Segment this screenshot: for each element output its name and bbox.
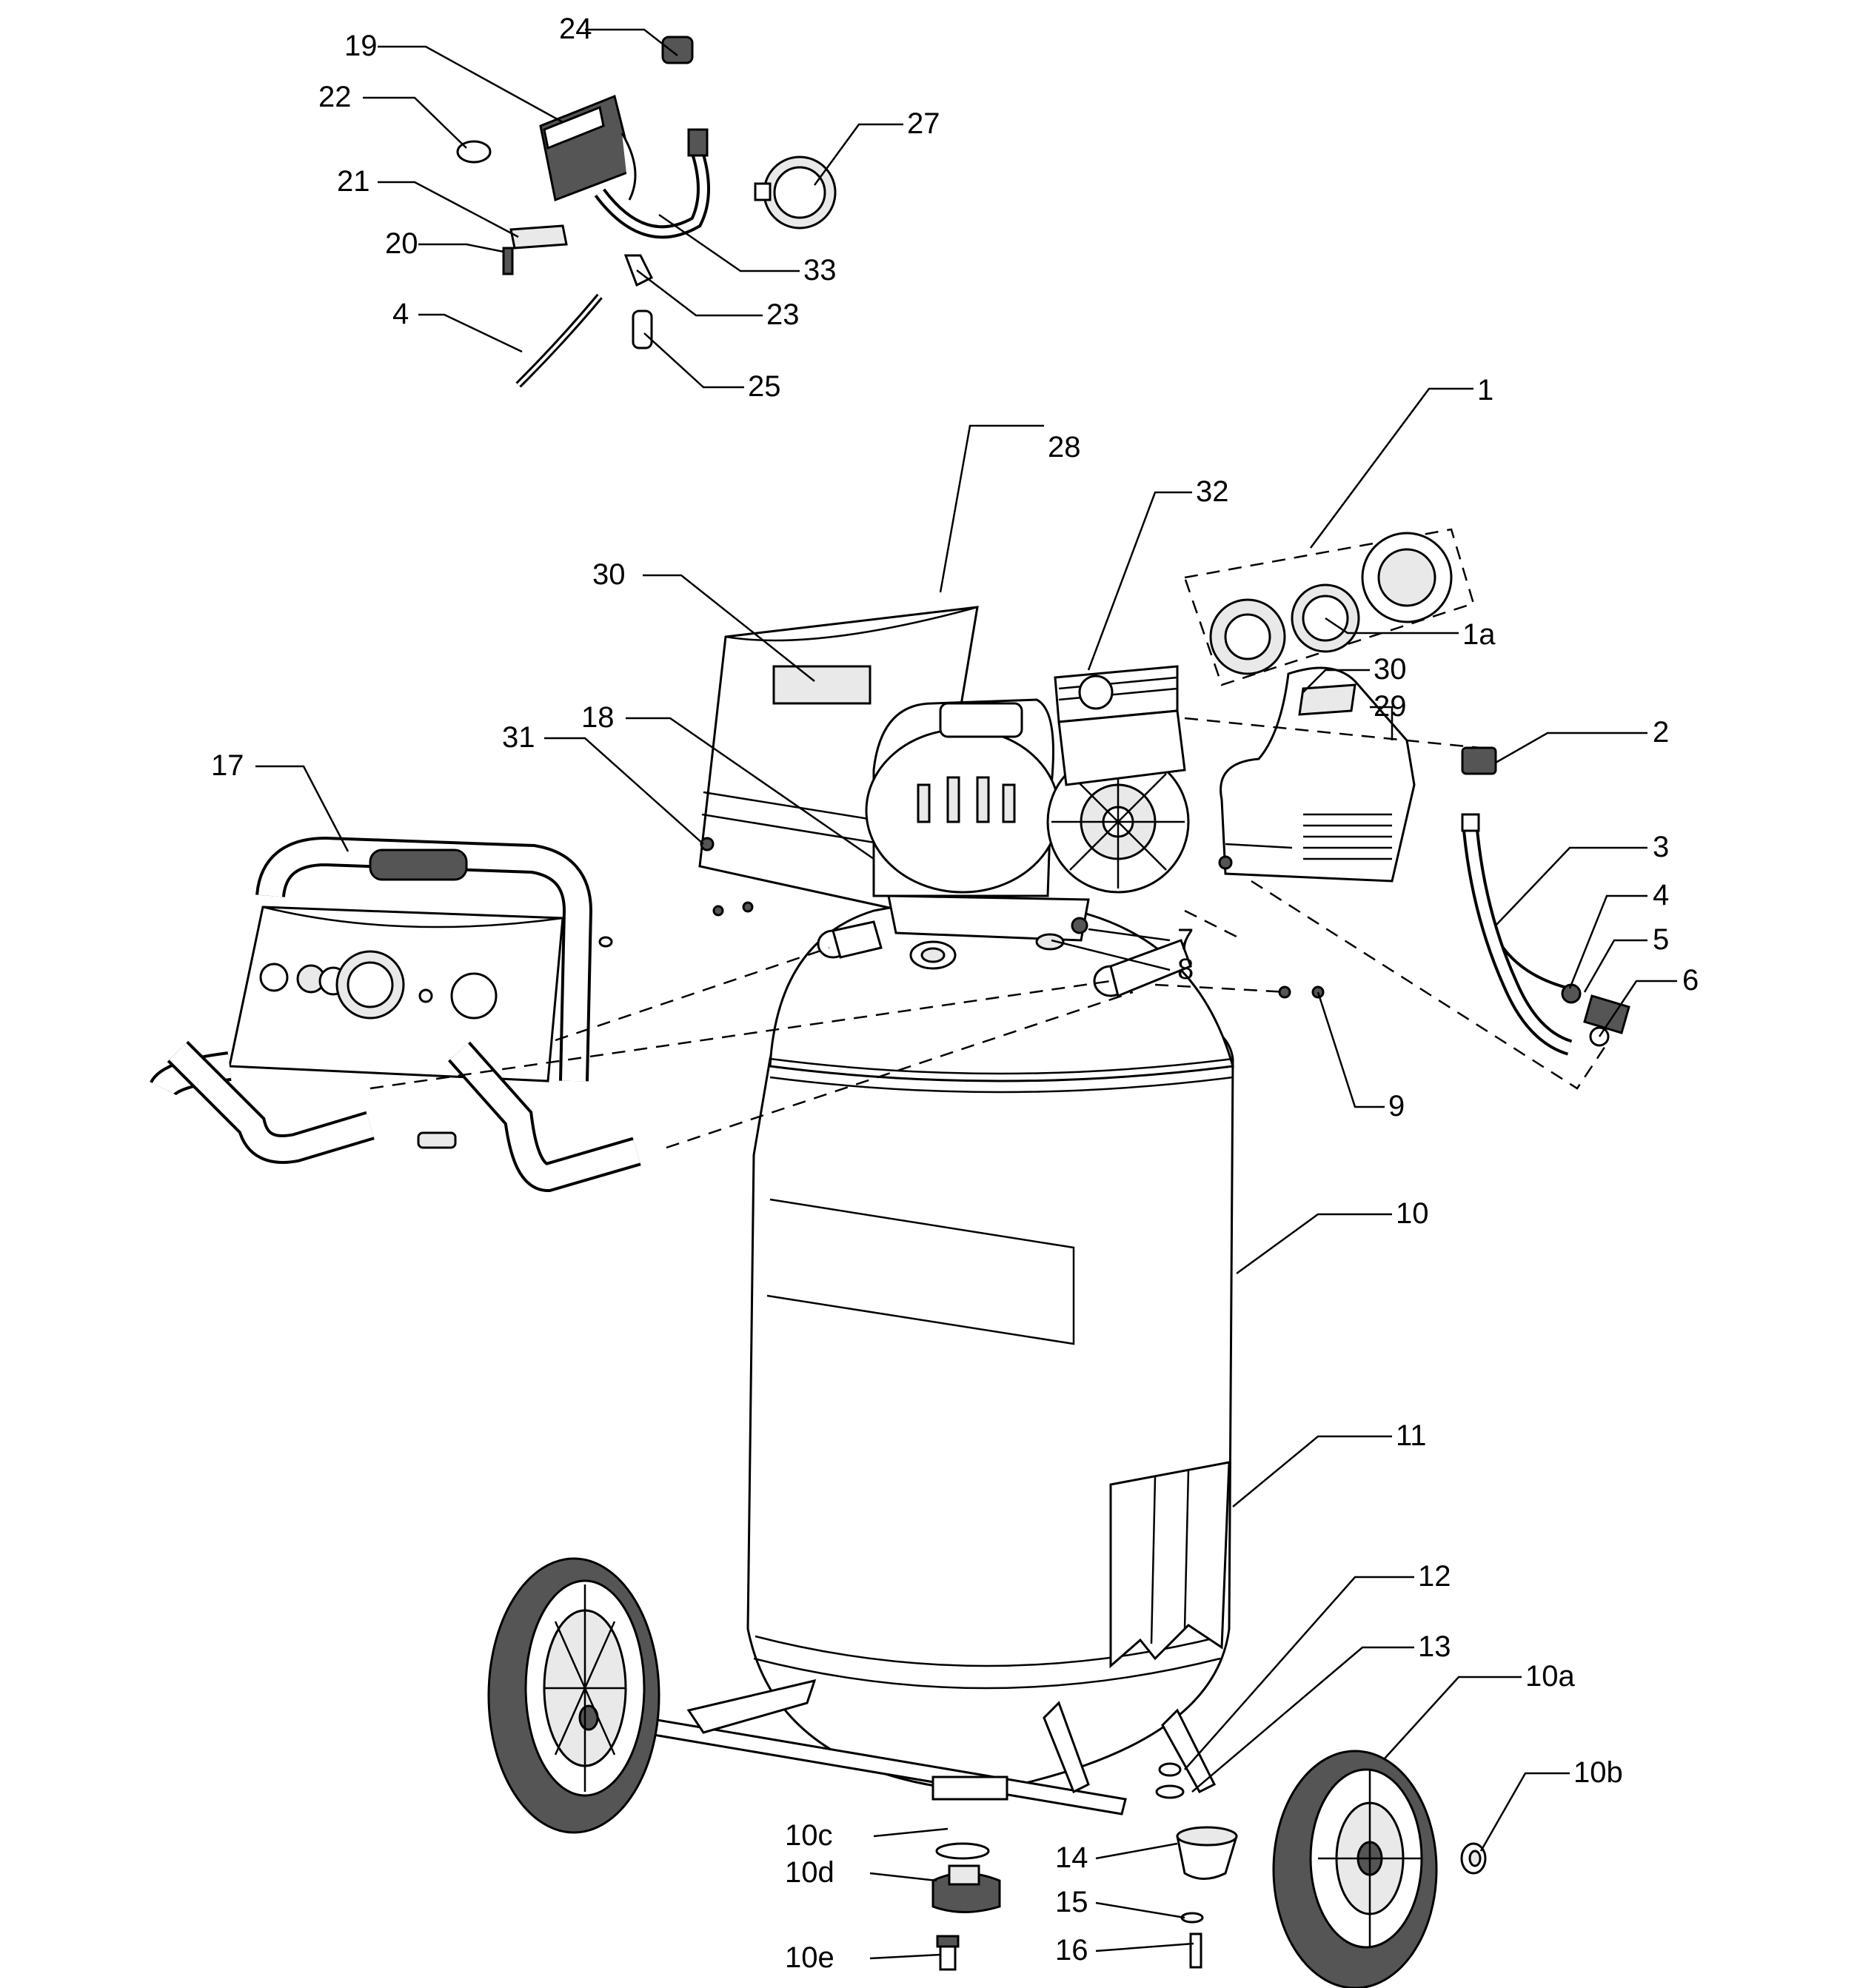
label-10c: 10c bbox=[785, 1819, 833, 1852]
label-12: 12 bbox=[1418, 1560, 1451, 1593]
label-2: 2 bbox=[1653, 716, 1669, 749]
right-wheel bbox=[1272, 1750, 1438, 1988]
drain-valve-parts bbox=[931, 1842, 1001, 1971]
label-20: 20 bbox=[385, 227, 418, 260]
assembly-lines bbox=[369, 717, 1608, 1149]
label-1a: 1a bbox=[1462, 618, 1496, 651]
label-13: 13 bbox=[1418, 1630, 1451, 1663]
left-wheel bbox=[487, 1557, 660, 1834]
label-33: 33 bbox=[803, 254, 837, 287]
label-11: 11 bbox=[1396, 1419, 1427, 1452]
label-10a: 10a bbox=[1525, 1660, 1575, 1693]
label-1: 1 bbox=[1477, 374, 1493, 406]
label-9: 9 bbox=[1388, 1090, 1405, 1122]
label-24: 24 bbox=[559, 13, 592, 45]
air-filter-assembly bbox=[1183, 528, 1475, 686]
tank-warning-label bbox=[1109, 1461, 1231, 1669]
label-29: 29 bbox=[1374, 690, 1407, 723]
label-4: 4 bbox=[1653, 879, 1669, 911]
label-21: 21 bbox=[337, 165, 370, 198]
label-10d: 10d bbox=[785, 1856, 834, 1889]
label-3: 3 bbox=[1653, 831, 1669, 863]
label-23: 23 bbox=[766, 298, 800, 331]
label-22: 22 bbox=[318, 81, 352, 113]
rubber-foot-hardware bbox=[1155, 1762, 1238, 1969]
label-25: 25 bbox=[748, 370, 781, 403]
part-number-labels: 1 1a 2 3 4 5 6 7 8 9 10 11 12 13 10a 10b… bbox=[211, 13, 1699, 1974]
hub-cap bbox=[1460, 1842, 1487, 1875]
label-17: 17 bbox=[211, 749, 244, 782]
air-tank bbox=[746, 899, 1234, 1793]
mounting-hardware bbox=[598, 901, 1325, 999]
outlet-tube-fittings bbox=[1461, 746, 1630, 1056]
label-30-left: 30 bbox=[592, 558, 626, 591]
label-8: 8 bbox=[1177, 953, 1194, 985]
leader-lines bbox=[255, 28, 1677, 1960]
label-7: 7 bbox=[1177, 923, 1194, 956]
motor-pump-assembly bbox=[698, 606, 1190, 942]
label-16: 16 bbox=[1055, 1934, 1088, 1967]
label-14: 14 bbox=[1055, 1841, 1088, 1874]
label-15: 15 bbox=[1055, 1886, 1088, 1918]
label-31: 31 bbox=[502, 721, 535, 754]
cart-frame bbox=[639, 1679, 1217, 1815]
handle-control-panel bbox=[150, 836, 641, 1193]
label-6: 6 bbox=[1682, 964, 1699, 997]
label-27: 27 bbox=[907, 107, 940, 140]
label-30-right: 30 bbox=[1374, 653, 1407, 686]
label-18: 18 bbox=[581, 701, 615, 734]
label-4-top: 4 bbox=[392, 298, 409, 330]
label-32: 32 bbox=[1196, 475, 1229, 508]
pressure-switch-cluster bbox=[456, 36, 837, 388]
label-28: 28 bbox=[1048, 431, 1081, 463]
label-10e: 10e bbox=[785, 1941, 834, 1974]
label-10b: 10b bbox=[1573, 1756, 1623, 1789]
label-19: 19 bbox=[344, 30, 378, 62]
label-5: 5 bbox=[1653, 923, 1669, 956]
label-10: 10 bbox=[1396, 1197, 1429, 1230]
